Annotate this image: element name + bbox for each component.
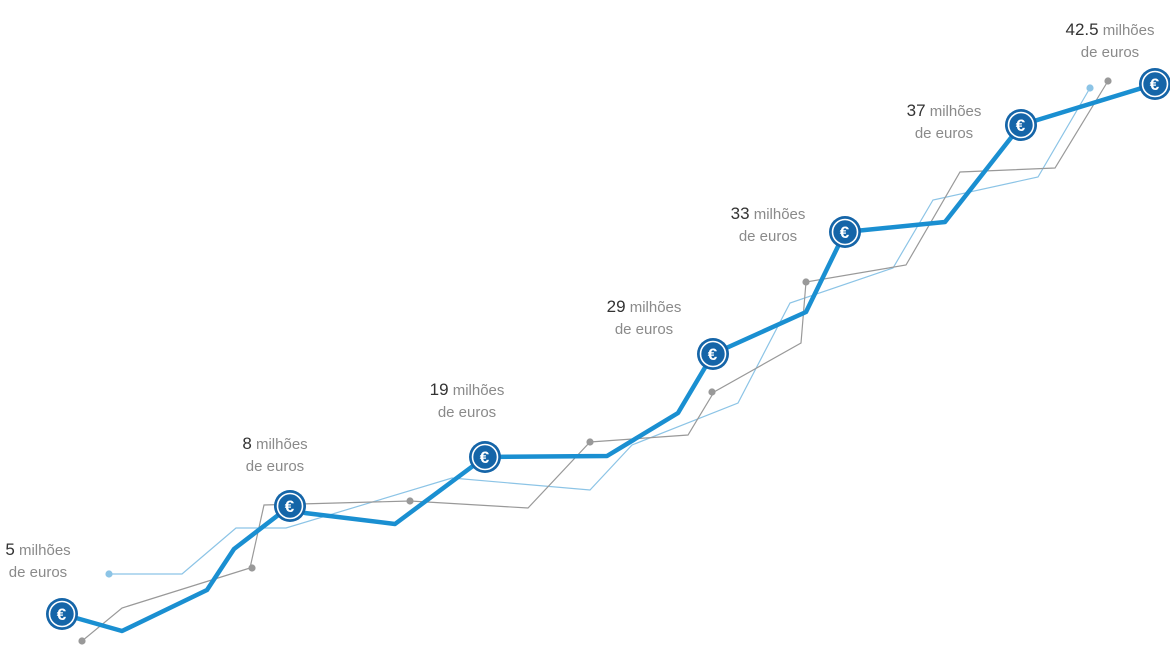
- euro-coin-ring: [276, 492, 304, 520]
- euro-coin-ring: [48, 600, 76, 628]
- milestone-label-1: 8 milhões de euros: [242, 433, 307, 478]
- euro-coin-icon: €: [469, 441, 501, 473]
- milestone-value: 29: [606, 297, 626, 316]
- milestone-line2: de euros: [437, 404, 497, 421]
- milestone-unit: milhões: [929, 103, 982, 120]
- euro-coin-ring: [699, 340, 727, 368]
- euro-sign: €: [1150, 75, 1160, 94]
- gray-line-dots: [78, 77, 1112, 645]
- milestone-value: 8: [242, 434, 252, 453]
- euro-coin-icon: €: [274, 490, 306, 522]
- milestone-label-0: 5 milhões de euros: [5, 539, 70, 584]
- euro-coin-outer: [829, 216, 861, 248]
- milestone-unit: milhões: [452, 382, 505, 399]
- milestone-line2: de euros: [8, 564, 68, 581]
- light-blue-line: [109, 87, 1091, 575]
- gray-dot-5: [802, 278, 810, 286]
- euro-sign: €: [1016, 116, 1026, 135]
- euro-sign: €: [57, 605, 67, 624]
- main-series-line: [59, 81, 1158, 634]
- milestone-label-5: 37 milhões de euros: [907, 100, 982, 145]
- milestone-unit: milhões: [753, 206, 806, 223]
- milestone-value: 37: [906, 101, 926, 120]
- milestone-line2: de euros: [1080, 44, 1140, 61]
- gray-dot-6: [1104, 77, 1112, 85]
- milestone-label-2: 19 milhões de euros: [430, 379, 505, 424]
- euro-coins: € € € € € € €: [46, 68, 1170, 630]
- gray-line: [81, 80, 1109, 642]
- euro-coin-icon: €: [46, 598, 78, 630]
- light-line-dots: [105, 84, 1094, 578]
- gray-dot-2: [406, 497, 414, 505]
- milestone-value: 5: [5, 540, 15, 559]
- milestone-line2: de euros: [245, 458, 305, 475]
- euro-coin-outer: [1005, 109, 1037, 141]
- milestone-label-6: 42.5 milhões de euros: [1066, 19, 1155, 64]
- milestone-line2: de euros: [914, 125, 974, 142]
- gray-dot-0: [78, 637, 86, 645]
- milestone-unit: milhões: [629, 299, 682, 316]
- euro-sign: €: [480, 448, 490, 467]
- euro-sign: €: [840, 223, 850, 242]
- milestone-label-3: 29 milhões de euros: [607, 296, 682, 341]
- milestone-line2: de euros: [614, 321, 674, 338]
- euro-coin-outer: [46, 598, 78, 630]
- milestone-line2: de euros: [738, 228, 798, 245]
- milestone-unit: milhões: [255, 436, 308, 453]
- euro-coin-outer: [274, 490, 306, 522]
- gray-dot-4: [708, 388, 716, 396]
- euro-coin-icon: €: [829, 216, 861, 248]
- euro-sign: €: [708, 345, 718, 364]
- euro-coin-ring: [1007, 111, 1035, 139]
- milestone-value: 42.5: [1065, 20, 1099, 39]
- euro-coin-icon: €: [1139, 68, 1170, 100]
- milestone-unit: milhões: [18, 542, 71, 559]
- milestone-value: 19: [429, 380, 449, 399]
- euro-coin-ring: [831, 218, 859, 246]
- euro-coin-icon: €: [697, 338, 729, 370]
- milestone-value: 33: [730, 204, 750, 223]
- euro-coin-icon: €: [1005, 109, 1037, 141]
- light-dot-0: [105, 570, 113, 578]
- euro-coin-ring: [471, 443, 499, 471]
- euro-coin-ring: [1141, 70, 1169, 98]
- light-dot-1: [1086, 84, 1094, 92]
- euro-sign: €: [285, 497, 295, 516]
- euro-coin-outer: [469, 441, 501, 473]
- gray-dot-3: [586, 438, 594, 446]
- milestone-unit: milhões: [1102, 22, 1155, 39]
- euro-coin-outer: [697, 338, 729, 370]
- euro-coin-outer: [1139, 68, 1170, 100]
- gray-dot-1: [248, 564, 256, 572]
- milestone-label-4: 33 milhões de euros: [731, 203, 806, 248]
